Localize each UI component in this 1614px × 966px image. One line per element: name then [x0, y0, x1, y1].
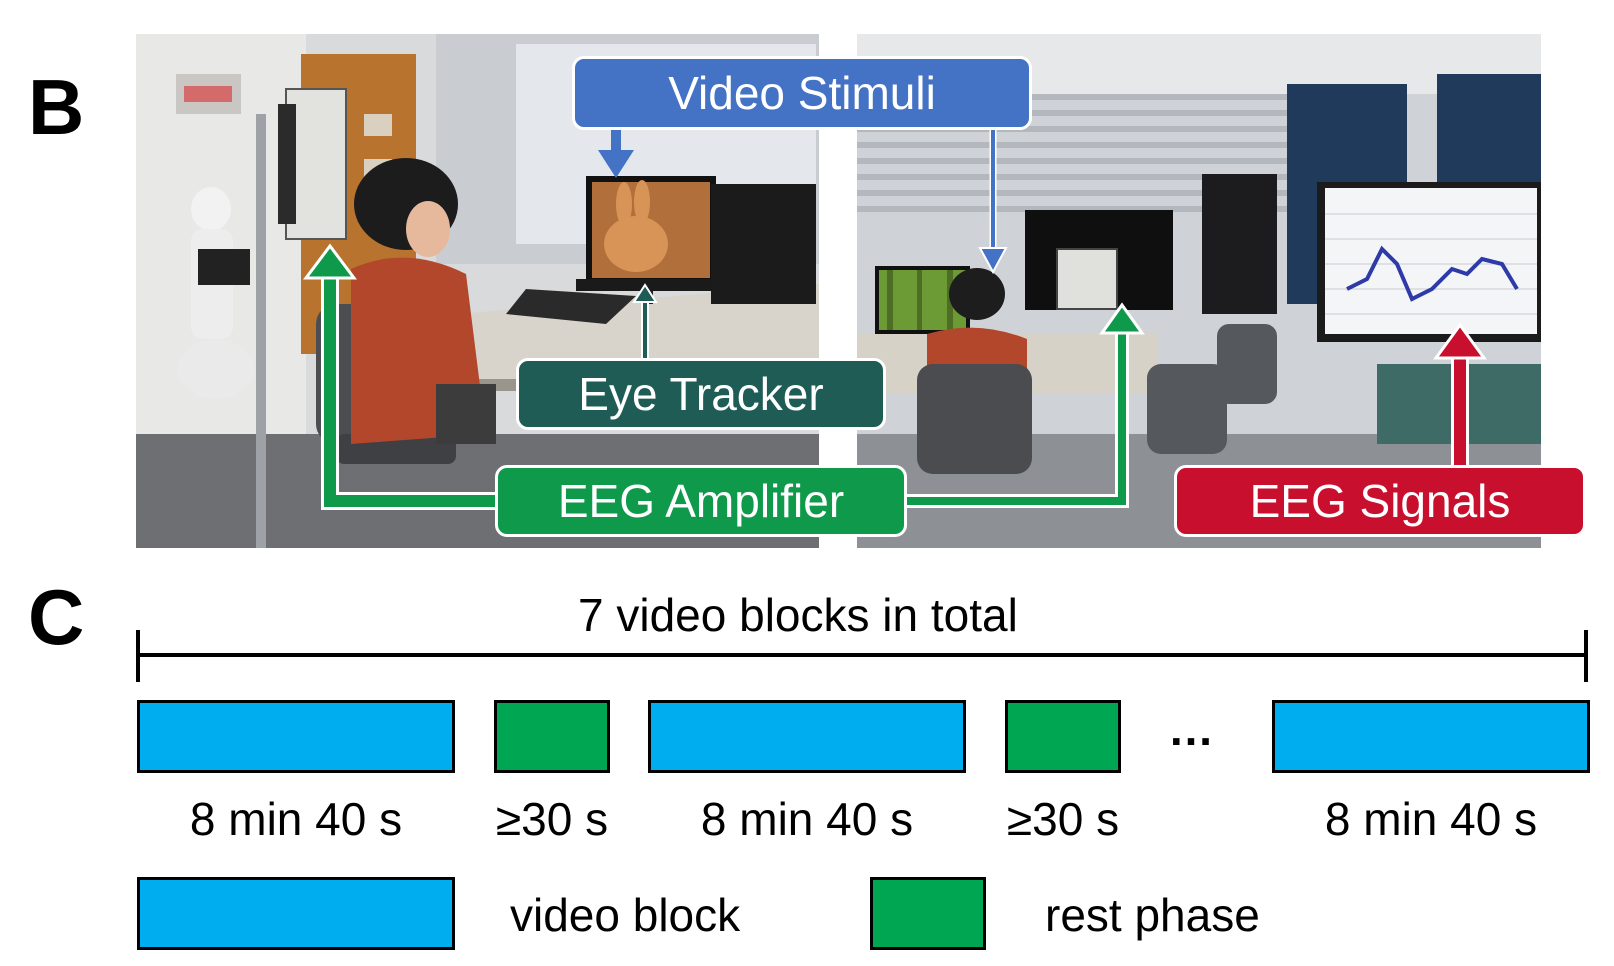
video-block-3 — [1272, 700, 1590, 773]
rest-block-2-duration: ≥30 s — [1006, 793, 1120, 845]
lab-photo-right — [857, 34, 1541, 548]
eeg-signals-callout: EEG Signals — [1174, 465, 1586, 537]
video-block-1-duration: 8 min 40 s — [189, 793, 403, 845]
rest-block-1 — [494, 700, 610, 773]
rest-block-2 — [1005, 700, 1121, 773]
panel-label-b: B — [28, 63, 85, 151]
video-block-1 — [137, 700, 455, 773]
legend-video-label: video block — [510, 889, 741, 941]
eye-tracker-callout: Eye Tracker — [516, 358, 886, 430]
lab-photo-left — [136, 34, 819, 548]
video-block-2 — [648, 700, 966, 773]
video-block-3-duration: 8 min 40 s — [1324, 793, 1538, 845]
video-block-2-duration: 8 min 40 s — [700, 793, 914, 845]
legend-video-swatch — [137, 877, 455, 950]
eeg-amplifier-callout: EEG Amplifier — [495, 465, 907, 537]
panel-label-c: C — [28, 573, 85, 661]
ellipsis: … — [1168, 703, 1218, 755]
video-stimuli-callout: Video Stimuli — [572, 56, 1032, 130]
timeline-title: 7 video blocks in total — [578, 589, 1018, 641]
legend-rest-swatch — [870, 877, 986, 950]
rest-block-1-duration: ≥30 s — [495, 793, 609, 845]
legend-rest-label: rest phase — [1045, 889, 1260, 941]
